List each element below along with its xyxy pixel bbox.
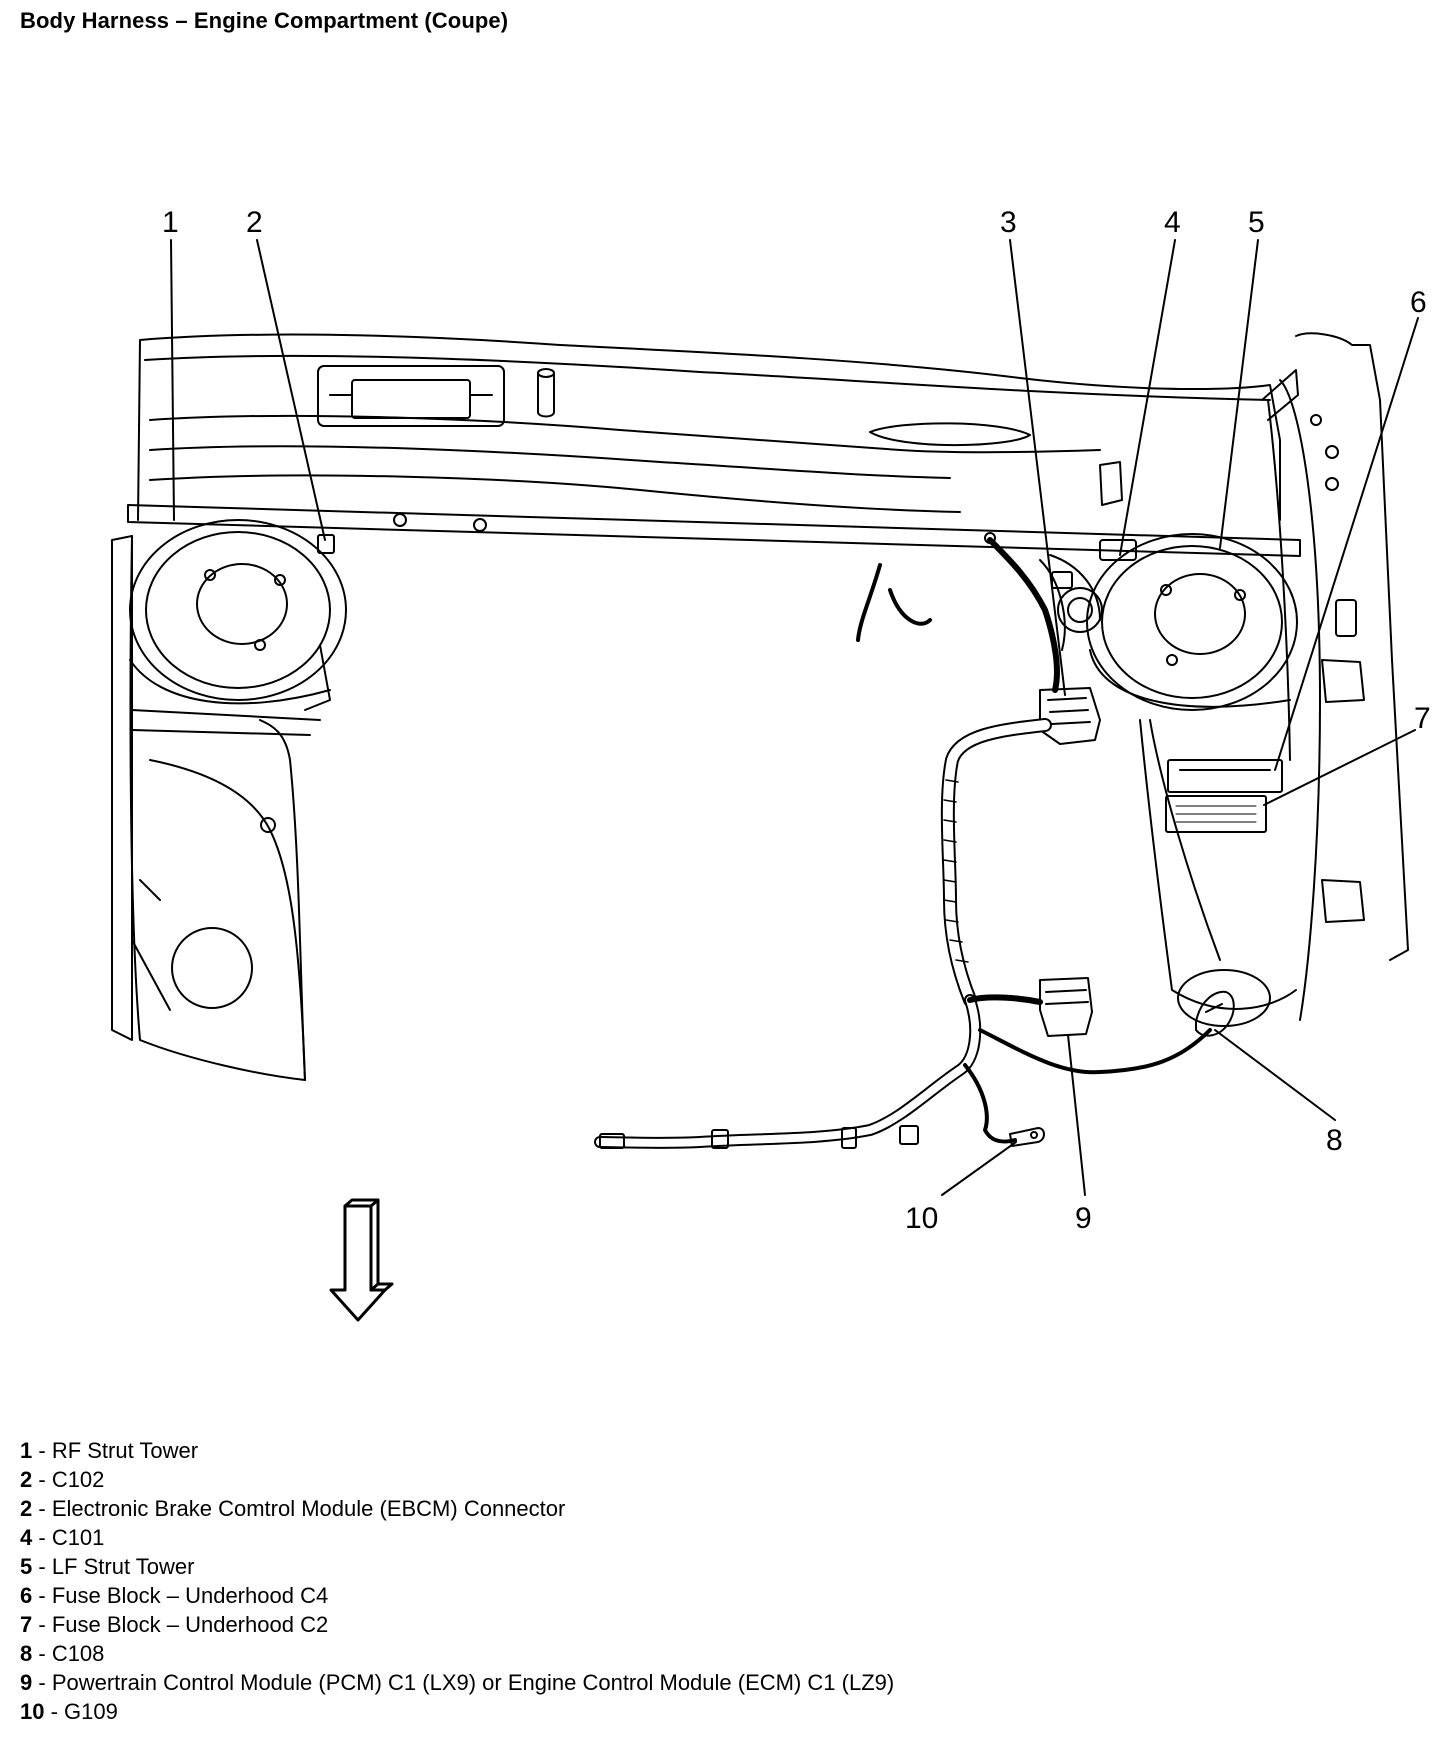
legend-item: 7 - Fuse Block – Underhood C2 — [20, 1610, 894, 1639]
cowl-panel — [137, 333, 1281, 521]
legend-item-text: LF Strut Tower — [51, 1554, 195, 1579]
legend-item-separator: - — [32, 1554, 52, 1579]
legend-item-number: 2 — [20, 1496, 33, 1521]
legend-item-number: 2 — [20, 1467, 33, 1492]
legend-item: 4 - C101 — [20, 1523, 894, 1552]
legend-item-text: Fuse Block – Underhood C2 — [51, 1612, 329, 1637]
module-connector-3 — [1039, 687, 1101, 745]
g109-ground — [1009, 1127, 1045, 1147]
lf-strut-tower-shape — [1086, 533, 1298, 1027]
legend-item: 1 - RF Strut Tower — [20, 1436, 894, 1465]
c108-connector — [1195, 990, 1235, 1037]
legend-item-text: RF Strut Tower — [51, 1438, 199, 1463]
forward-arrow — [329, 1198, 394, 1322]
legend-item-text: Fuse Block – Underhood C4 — [51, 1583, 329, 1608]
c101-connector-cluster — [1039, 539, 1137, 651]
engine-compartment-diagram: 1 2 3 4 5 6 7 8 9 10 — [111, 206, 1431, 1322]
legend-item-number: 7 — [20, 1612, 33, 1637]
left-fender — [1261, 332, 1409, 1021]
callout-5: 5 — [1248, 206, 1265, 239]
callout-10: 10 — [905, 1202, 938, 1235]
legend-item-number: 5 — [20, 1554, 33, 1579]
legend-item: 2 - C102 — [20, 1465, 894, 1494]
callout-1: 1 — [162, 206, 179, 239]
legend-item: 8 - C108 — [20, 1639, 894, 1668]
legend-item-number: 4 — [20, 1525, 33, 1550]
callout-2: 2 — [246, 206, 263, 239]
legend-item-text: C101 — [51, 1525, 105, 1550]
legend-item-separator: - — [32, 1467, 52, 1492]
legend-item-number: 8 — [20, 1641, 33, 1666]
legend-item: 9 - Powertrain Control Module (PCM) C1 (… — [20, 1668, 894, 1697]
component-legend: 1 - RF Strut Tower 2 - C102 2 - Electron… — [20, 1436, 894, 1726]
legend-item: 10 - G109 — [20, 1697, 894, 1726]
right-fender — [111, 535, 321, 1081]
callout-numbers: 1 2 3 4 5 6 7 8 9 10 — [162, 206, 1431, 1235]
callout-7: 7 — [1414, 702, 1431, 735]
legend-item-separator: - — [32, 1583, 52, 1608]
legend-item-separator: - — [32, 1525, 52, 1550]
legend-item-number: 10 — [20, 1699, 45, 1724]
callout-8: 8 — [1326, 1124, 1343, 1157]
legend-item-separator: - — [44, 1699, 65, 1724]
legend-item: 5 - LF Strut Tower — [20, 1552, 894, 1581]
callout-9: 9 — [1075, 1202, 1092, 1235]
legend-item-separator: - — [32, 1612, 52, 1637]
legend-item-text: G109 — [64, 1699, 118, 1724]
callout-4: 4 — [1164, 206, 1181, 239]
legend-item-number: 6 — [20, 1583, 33, 1608]
legend-item-number: 9 — [20, 1670, 33, 1695]
underhood-fuse-block — [1165, 759, 1283, 833]
callout-6: 6 — [1410, 286, 1427, 319]
legend-item-separator: - — [32, 1438, 52, 1463]
legend-item-separator: - — [32, 1496, 52, 1521]
legend-item-number: 1 — [20, 1438, 33, 1463]
legend-item-separator: - — [32, 1670, 52, 1695]
legend-item-text: Electronic Brake Comtrol Module (EBCM) C… — [51, 1496, 566, 1521]
callout-3: 3 — [1000, 206, 1017, 239]
legend-item: 2 - Electronic Brake Comtrol Module (EBC… — [20, 1494, 894, 1523]
legend-item: 6 - Fuse Block – Underhood C4 — [20, 1581, 894, 1610]
pcm-connector-9 — [1039, 977, 1093, 1037]
legend-item-text: Powertrain Control Module (PCM) C1 (LX9)… — [51, 1670, 895, 1695]
leader-lines — [170, 239, 1419, 1196]
legend-item-text: C108 — [51, 1641, 105, 1666]
legend-item-separator: - — [32, 1641, 52, 1666]
main-wire-harness — [594, 537, 1212, 1149]
legend-item-text: C102 — [51, 1467, 105, 1492]
rf-strut-tower-shape — [129, 519, 347, 711]
page-title: Body Harness – Engine Compartment (Coupe… — [20, 8, 509, 33]
